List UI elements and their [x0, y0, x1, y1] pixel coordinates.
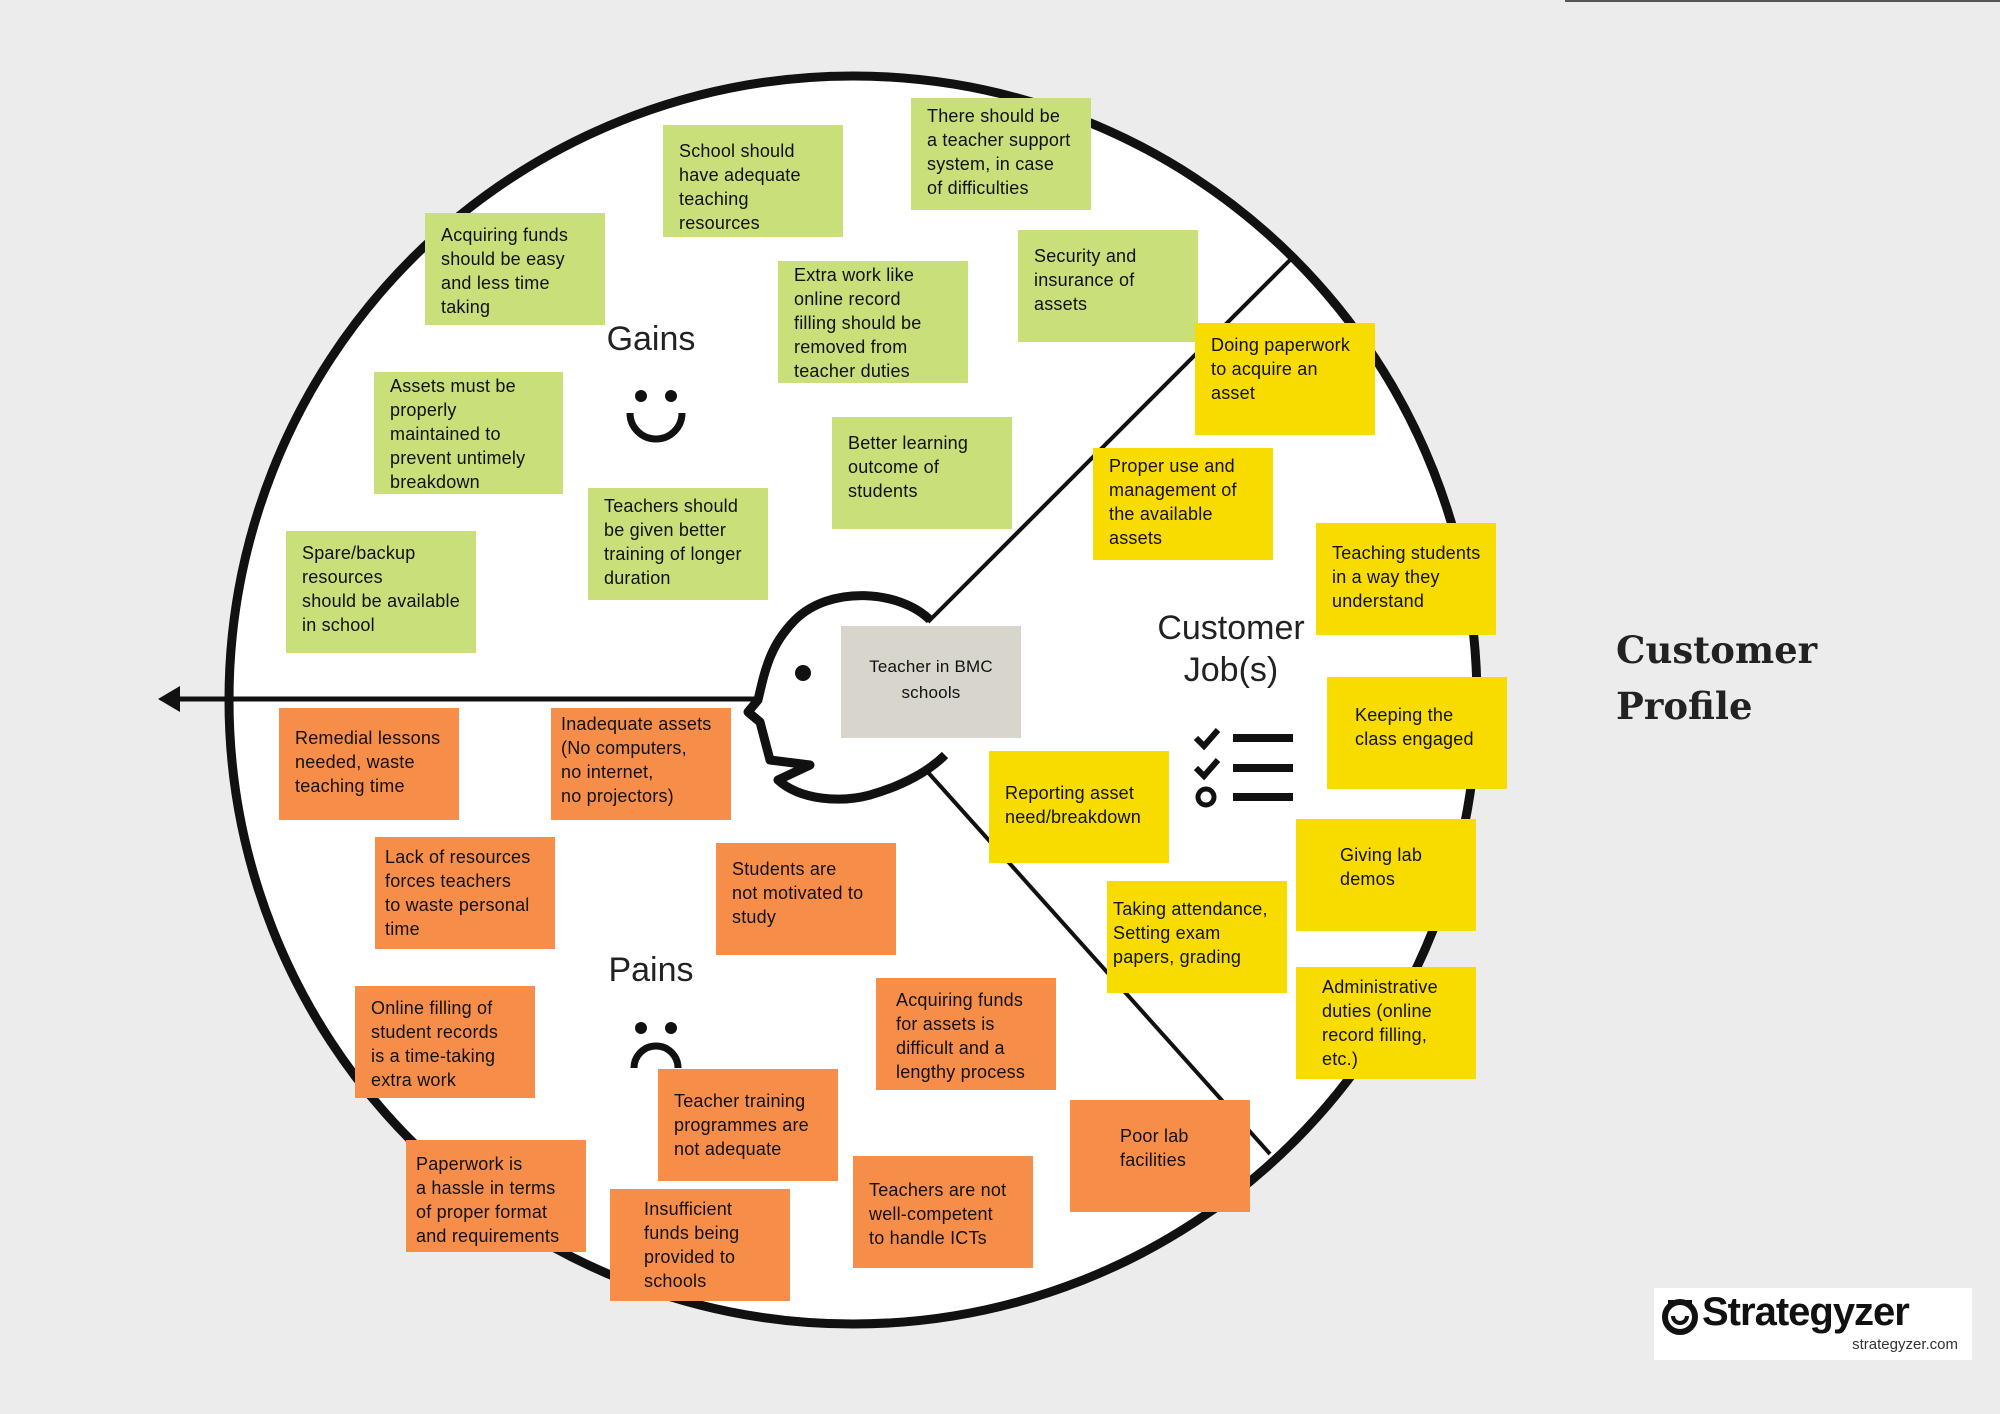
- job-note[interactable]: Administrative duties (online record fil…: [1296, 967, 1476, 1079]
- gain-note[interactable]: Acquiring funds should be easy and less …: [425, 213, 605, 325]
- gain-note[interactable]: Better learning outcome of students: [832, 417, 1012, 529]
- job-note[interactable]: Taking attendance, Setting exam papers, …: [1107, 881, 1287, 993]
- pain-note[interactable]: Paperwork is a hassle in terms of proper…: [406, 1140, 586, 1252]
- pain-note[interactable]: Insufficient funds being provided to sch…: [610, 1189, 790, 1301]
- pain-note[interactable]: Poor lab facilities: [1070, 1100, 1250, 1212]
- gain-note[interactable]: Extra work like online record filling sh…: [778, 261, 968, 383]
- customer-segment-note[interactable]: Teacher in BMC schools: [841, 626, 1021, 738]
- gain-note[interactable]: There should be a teacher support system…: [911, 98, 1091, 210]
- gains-heading: Gains: [606, 320, 696, 358]
- job-note[interactable]: Keeping the class engaged: [1327, 677, 1507, 789]
- job-note[interactable]: Reporting asset need/breakdown: [989, 751, 1169, 863]
- frown-icon: [630, 1022, 682, 1069]
- gains-jobs-divider: [926, 258, 1292, 624]
- gain-note[interactable]: School should have adequate teaching res…: [663, 125, 843, 237]
- pain-note[interactable]: Inadequate assets (No computers, no inte…: [551, 708, 731, 820]
- gain-note[interactable]: Spare/backup resources should be availab…: [286, 531, 476, 653]
- smiley-icon: [626, 390, 686, 443]
- pains-heading: Pains: [608, 951, 694, 989]
- gain-note[interactable]: Assets must be properly maintained to pr…: [374, 372, 563, 494]
- top-divider: [1565, 0, 2000, 2]
- gain-note[interactable]: Security and insurance of assets: [1018, 230, 1198, 342]
- customer-head-icon: [743, 591, 949, 804]
- strategyzer-logo-icon: [1662, 1299, 1698, 1335]
- customer-profile-title: Customer Profile: [1616, 628, 1818, 728]
- checklist-icon: [1193, 728, 1293, 808]
- arrow-left-icon: [158, 686, 180, 712]
- pain-note[interactable]: Teachers are not well-competent to handl…: [853, 1156, 1033, 1268]
- logo-url: strategyzer.com: [1852, 1336, 1958, 1353]
- pains-jobs-divider: [923, 767, 1272, 1156]
- pain-note[interactable]: Acquiring funds for assets is difficult …: [876, 978, 1056, 1090]
- job-note[interactable]: Doing paperwork to acquire an asset: [1195, 323, 1375, 435]
- jobs-heading: Customer Job(s): [1157, 609, 1305, 689]
- gain-note[interactable]: Teachers should be given better training…: [588, 488, 768, 600]
- job-note[interactable]: Teaching students in a way they understa…: [1316, 523, 1496, 635]
- pain-note[interactable]: Teacher training programmes are not adeq…: [658, 1069, 838, 1181]
- pain-note[interactable]: Students are not motivated to study: [716, 843, 896, 955]
- strategyzer-logo: Strategyzer strategyzer.com: [1654, 1288, 1972, 1360]
- pain-note[interactable]: Online filling of student records is a t…: [355, 986, 535, 1098]
- job-note[interactable]: Giving lab demos: [1296, 819, 1476, 931]
- pain-note[interactable]: Remedial lessons needed, waste teaching …: [279, 708, 459, 820]
- logo-name: Strategyzer: [1702, 1290, 1910, 1334]
- pain-note[interactable]: Lack of resources forces teachers to was…: [375, 837, 555, 949]
- job-note[interactable]: Proper use and management of the availab…: [1093, 448, 1273, 560]
